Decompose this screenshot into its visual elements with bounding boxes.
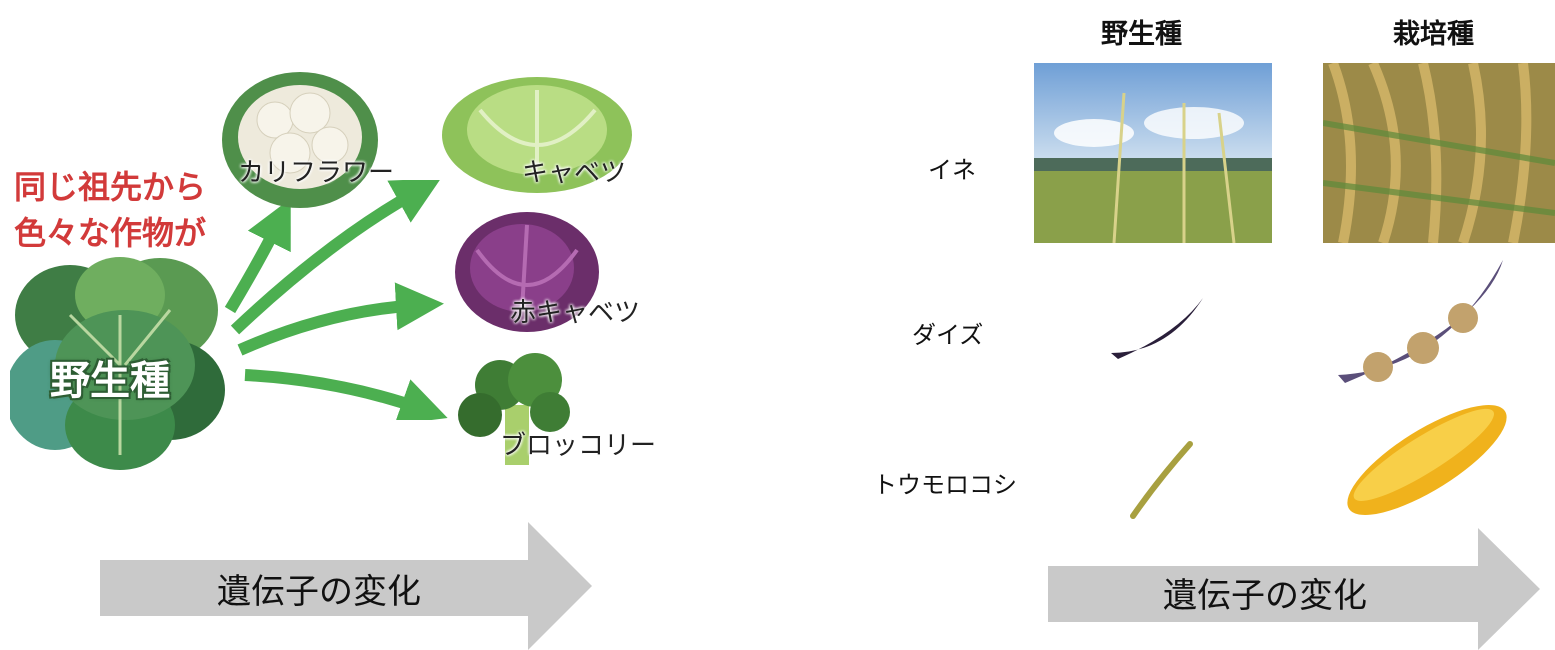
gene-change-label-right: 遺伝子の変化	[1163, 576, 1367, 616]
wild-soybean-pod	[1111, 298, 1203, 359]
column-header-wild: 野生種	[1101, 19, 1182, 50]
gene-change-label-left: 遺伝子の変化	[217, 572, 421, 612]
cultivated-soybean-pod	[1338, 260, 1503, 383]
cultivated-rice-photo	[1323, 63, 1555, 243]
green-arrows	[224, 180, 448, 420]
red-cabbage-label: 赤キャベツ	[510, 298, 641, 328]
cauliflower-illustration	[222, 72, 378, 208]
tagline-line-2: 色々な作物が	[14, 214, 207, 252]
tagline-line-1: 同じ祖先から	[14, 168, 207, 206]
broccoli-illustration	[458, 353, 570, 465]
wild-corn-teosinte	[1130, 441, 1193, 519]
gene-change-arrow-left	[100, 522, 592, 650]
red-cabbage-illustration	[455, 212, 599, 332]
gene-change-arrow-right	[1048, 528, 1540, 650]
cultivated-corn-cob	[1347, 405, 1507, 515]
column-header-cultivated: 栽培種	[1393, 19, 1474, 50]
wild-species-label: 野生種	[50, 358, 170, 404]
arrow-to-cauliflower	[224, 198, 291, 314]
row-label-soybean: ダイズ	[912, 321, 984, 349]
row-label-corn: トウモロコシ	[873, 471, 1017, 499]
cauliflower-label: カリフラワー	[238, 158, 395, 188]
arrow-to-red-cabbage	[237, 282, 444, 356]
arrow-to-cabbage	[230, 180, 441, 335]
cabbage-label: キャベツ	[522, 158, 627, 188]
row-label-rice: イネ	[928, 156, 976, 184]
broccoli-label: ブロッコリー	[500, 431, 657, 461]
tagline: 同じ祖先から 色々な作物が	[14, 164, 206, 256]
wild-rice-photo	[1034, 63, 1272, 243]
wild-plant-illustration	[10, 257, 225, 470]
cabbage-illustration	[442, 77, 632, 193]
arrow-to-broccoli	[244, 369, 448, 420]
